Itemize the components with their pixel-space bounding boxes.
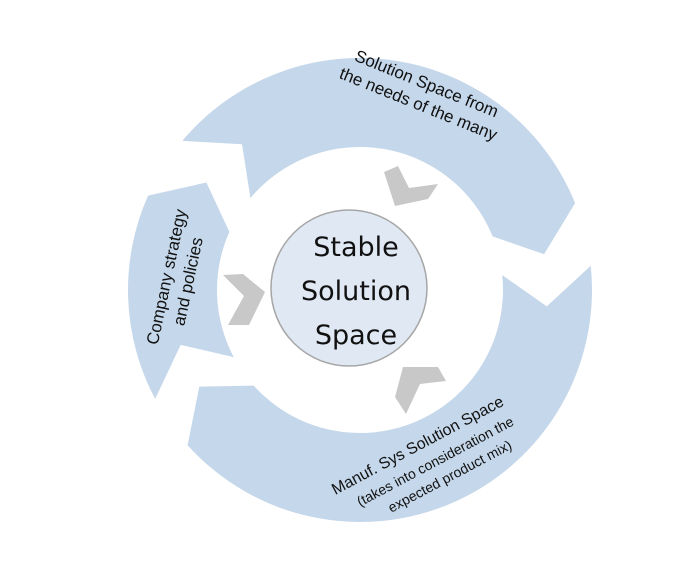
chevron-icon-bottom <box>395 367 446 414</box>
ring-arrow-left <box>128 182 234 399</box>
chevron-icon-left <box>223 274 265 325</box>
ring-arrow-bottom <box>187 265 592 522</box>
center-label-line-3: Space <box>315 320 397 351</box>
center-circle <box>270 209 428 367</box>
center-label-line-1: Stable <box>313 232 399 263</box>
ring-arrow-top <box>182 57 576 255</box>
center-label-line-2: Solution <box>301 276 411 307</box>
chevron-icon-top <box>384 166 438 206</box>
